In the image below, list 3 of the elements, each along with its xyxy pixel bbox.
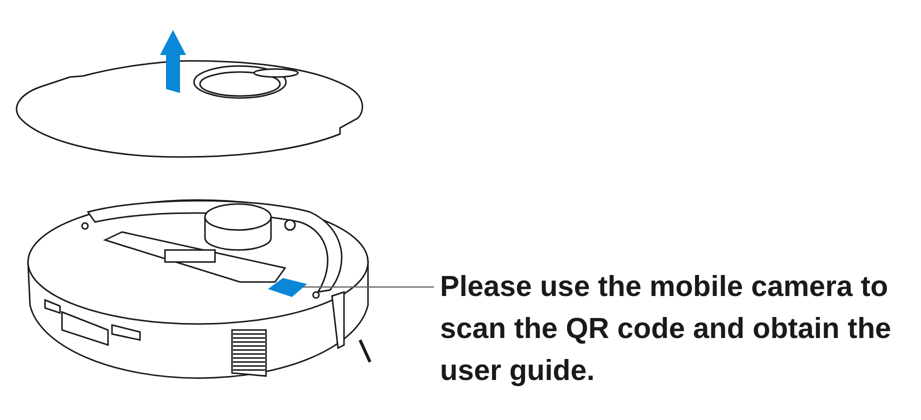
instruction-text: Please use the mobile camera to scan the QR code and obtain the user guide. [440,270,892,389]
qr-code-area [266,276,308,298]
leader-line [303,286,434,288]
